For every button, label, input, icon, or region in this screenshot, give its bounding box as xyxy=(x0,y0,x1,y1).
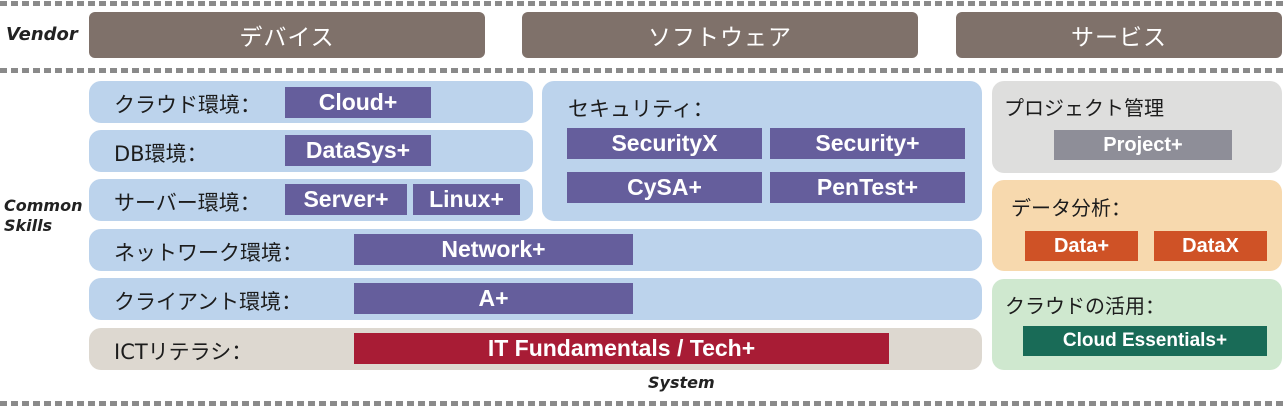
network-env-label: ネットワーク環境： xyxy=(114,241,303,265)
cert-security-plus: Security+ xyxy=(770,128,965,159)
cert-datasys-plus: DataSys+ xyxy=(285,135,431,166)
top-dashed-divider xyxy=(0,1,1283,6)
vendor-label: Vendor xyxy=(6,24,78,45)
cert-a-plus: A+ xyxy=(354,283,633,314)
vendor-dashed-divider xyxy=(0,68,1283,73)
system-label: System xyxy=(648,373,715,392)
cert-linux-plus: Linux+ xyxy=(413,184,520,215)
common-skills-line2: Skills xyxy=(4,216,53,235)
vendor-category-device: デバイス xyxy=(89,12,485,58)
cert-project-plus: Project+ xyxy=(1054,130,1232,160)
cert-server-plus: Server+ xyxy=(285,184,407,215)
cert-pentest-plus: PenTest+ xyxy=(770,172,965,203)
cloud-use-label: クラウドの活用： xyxy=(1005,294,1165,318)
cloud-env-label: クラウド環境： xyxy=(114,93,261,117)
cert-it-fundamentals-tech-plus: IT Fundamentals / Tech+ xyxy=(354,333,889,364)
cert-cysa-plus: CySA+ xyxy=(567,172,762,203)
db-env-label: DB環境： xyxy=(114,142,208,166)
cert-securityx: SecurityX xyxy=(567,128,762,159)
security-label: セキュリティ： xyxy=(568,97,714,121)
data-analysis-label: データ分析： xyxy=(1011,196,1131,220)
bottom-dashed-divider xyxy=(0,401,1283,406)
common-skills-line1: Common xyxy=(4,196,83,215)
vendor-category-service: サービス xyxy=(956,12,1282,58)
cert-data-plus: Data+ xyxy=(1025,231,1138,261)
ict-literacy-label: ICTリテラシ： xyxy=(114,340,253,364)
cert-cloud-plus: Cloud+ xyxy=(285,87,431,118)
project-mgmt-label: プロジェクト管理 xyxy=(1004,96,1164,120)
cert-cloud-essentials-plus: Cloud Essentials+ xyxy=(1023,326,1267,356)
cert-datax: DataX xyxy=(1154,231,1267,261)
client-env-label: クライアント環境： xyxy=(114,290,303,314)
vendor-category-software: ソフトウェア xyxy=(522,12,918,58)
common-skills-label: Common Skills xyxy=(4,196,82,236)
cert-network-plus: Network+ xyxy=(354,234,633,265)
server-env-label: サーバー環境： xyxy=(114,191,261,215)
